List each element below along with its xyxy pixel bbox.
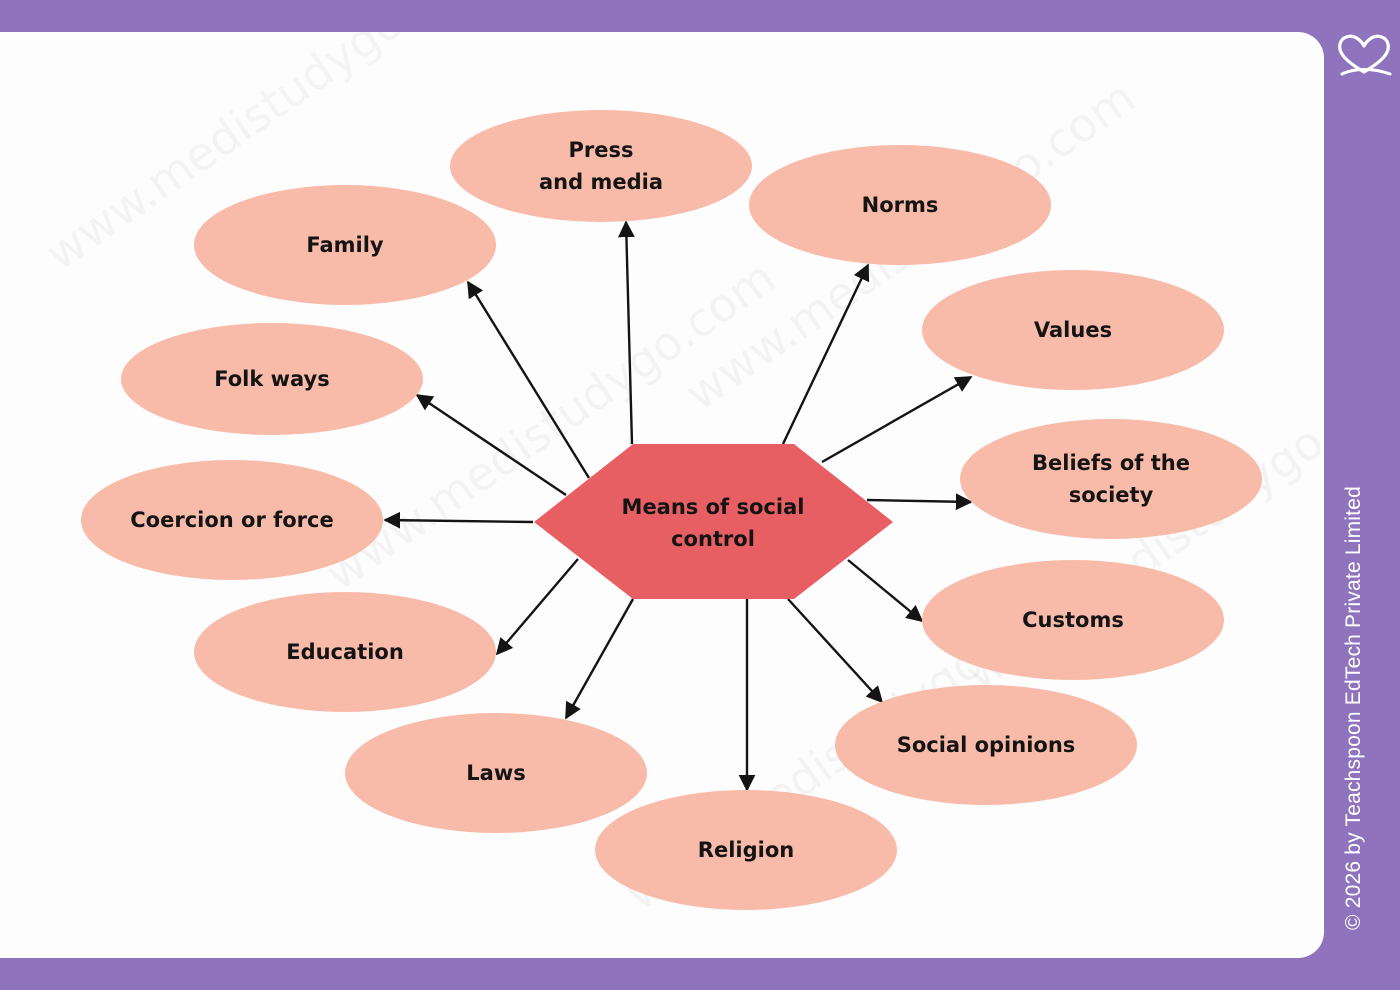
node-norms-shape xyxy=(749,145,1051,265)
node-norms-label: Norms xyxy=(862,193,939,217)
node-customs-label: Customs xyxy=(1022,608,1124,632)
node-laws-shape xyxy=(345,713,647,833)
node-folk-ways: Folk ways xyxy=(121,323,423,435)
node-values-shape xyxy=(922,270,1224,390)
node-beliefs-of-the-society-label-line-2: society xyxy=(1069,483,1154,507)
node-folk-ways-label: Folk ways xyxy=(214,367,330,391)
node-family-label: Family xyxy=(306,233,384,257)
arrow-social-opinions xyxy=(787,598,884,704)
node-norms: Norms xyxy=(749,145,1051,265)
node-press-and-media-label-line-1: Press xyxy=(569,138,634,162)
node-press-and-media-label-line-2: and media xyxy=(539,170,663,194)
node-religion: Religion xyxy=(595,790,897,910)
arrow-education xyxy=(495,558,579,656)
center-node-label-line-2: control xyxy=(671,527,755,551)
center-node-means-of-social-control: Means of social control xyxy=(534,444,893,599)
copyright-text: © 2026 by Teachspoon EdTech Private Limi… xyxy=(1342,486,1365,930)
node-education-label: Education xyxy=(286,640,404,664)
node-folk-ways-shape xyxy=(121,323,423,435)
heart-icon xyxy=(1338,34,1392,76)
node-social-opinions: Social opinions xyxy=(835,685,1137,805)
node-coercion-or-force: Coercion or force xyxy=(81,460,383,580)
center-hexagon-shape xyxy=(534,444,893,599)
arrow-customs xyxy=(847,559,924,623)
mind-map-diagram: www.medistudygo.com www.medistudygo.com … xyxy=(81,110,1262,910)
node-beliefs-of-the-society: Beliefs of the society xyxy=(960,419,1262,539)
arrow-beliefs-of-the-society xyxy=(866,493,973,511)
node-education: Education xyxy=(194,592,496,712)
node-laws-label: Laws xyxy=(466,761,525,785)
node-religion-shape xyxy=(595,790,897,910)
arrow-norms xyxy=(781,263,870,445)
node-press-and-media: Press and media xyxy=(450,110,752,222)
center-node-label-line-1: Means of social xyxy=(622,495,805,519)
node-beliefs-of-the-society-label-line-1: Beliefs of the xyxy=(1032,451,1190,475)
arrow-laws xyxy=(564,598,635,720)
node-beliefs-of-the-society-shape xyxy=(960,419,1262,539)
arrow-family xyxy=(466,280,591,479)
node-customs: Customs xyxy=(922,560,1224,680)
node-customs-shape xyxy=(922,560,1224,680)
arrow-coercion-or-force xyxy=(383,511,534,529)
node-family-shape xyxy=(194,185,496,305)
arrow-press-and-media xyxy=(618,220,635,445)
node-education-shape xyxy=(194,592,496,712)
node-coercion-or-force-label: Coercion or force xyxy=(130,508,333,532)
node-laws: Laws xyxy=(345,713,647,833)
node-values: Values xyxy=(922,270,1224,390)
node-social-opinions-label: Social opinions xyxy=(897,733,1076,757)
node-religion-label: Religion xyxy=(698,838,794,862)
node-family: Family xyxy=(194,185,496,305)
node-social-opinions-shape xyxy=(835,685,1137,805)
diagram-card: www.medistudygo.com www.medistudygo.com … xyxy=(0,32,1324,958)
node-values-label: Values xyxy=(1034,318,1112,342)
node-coercion-or-force-shape xyxy=(81,460,383,580)
node-press-and-media-shape xyxy=(450,110,752,222)
arrow-folk-ways xyxy=(415,394,567,496)
connector-layer xyxy=(383,220,973,792)
arrow-values xyxy=(821,375,973,464)
